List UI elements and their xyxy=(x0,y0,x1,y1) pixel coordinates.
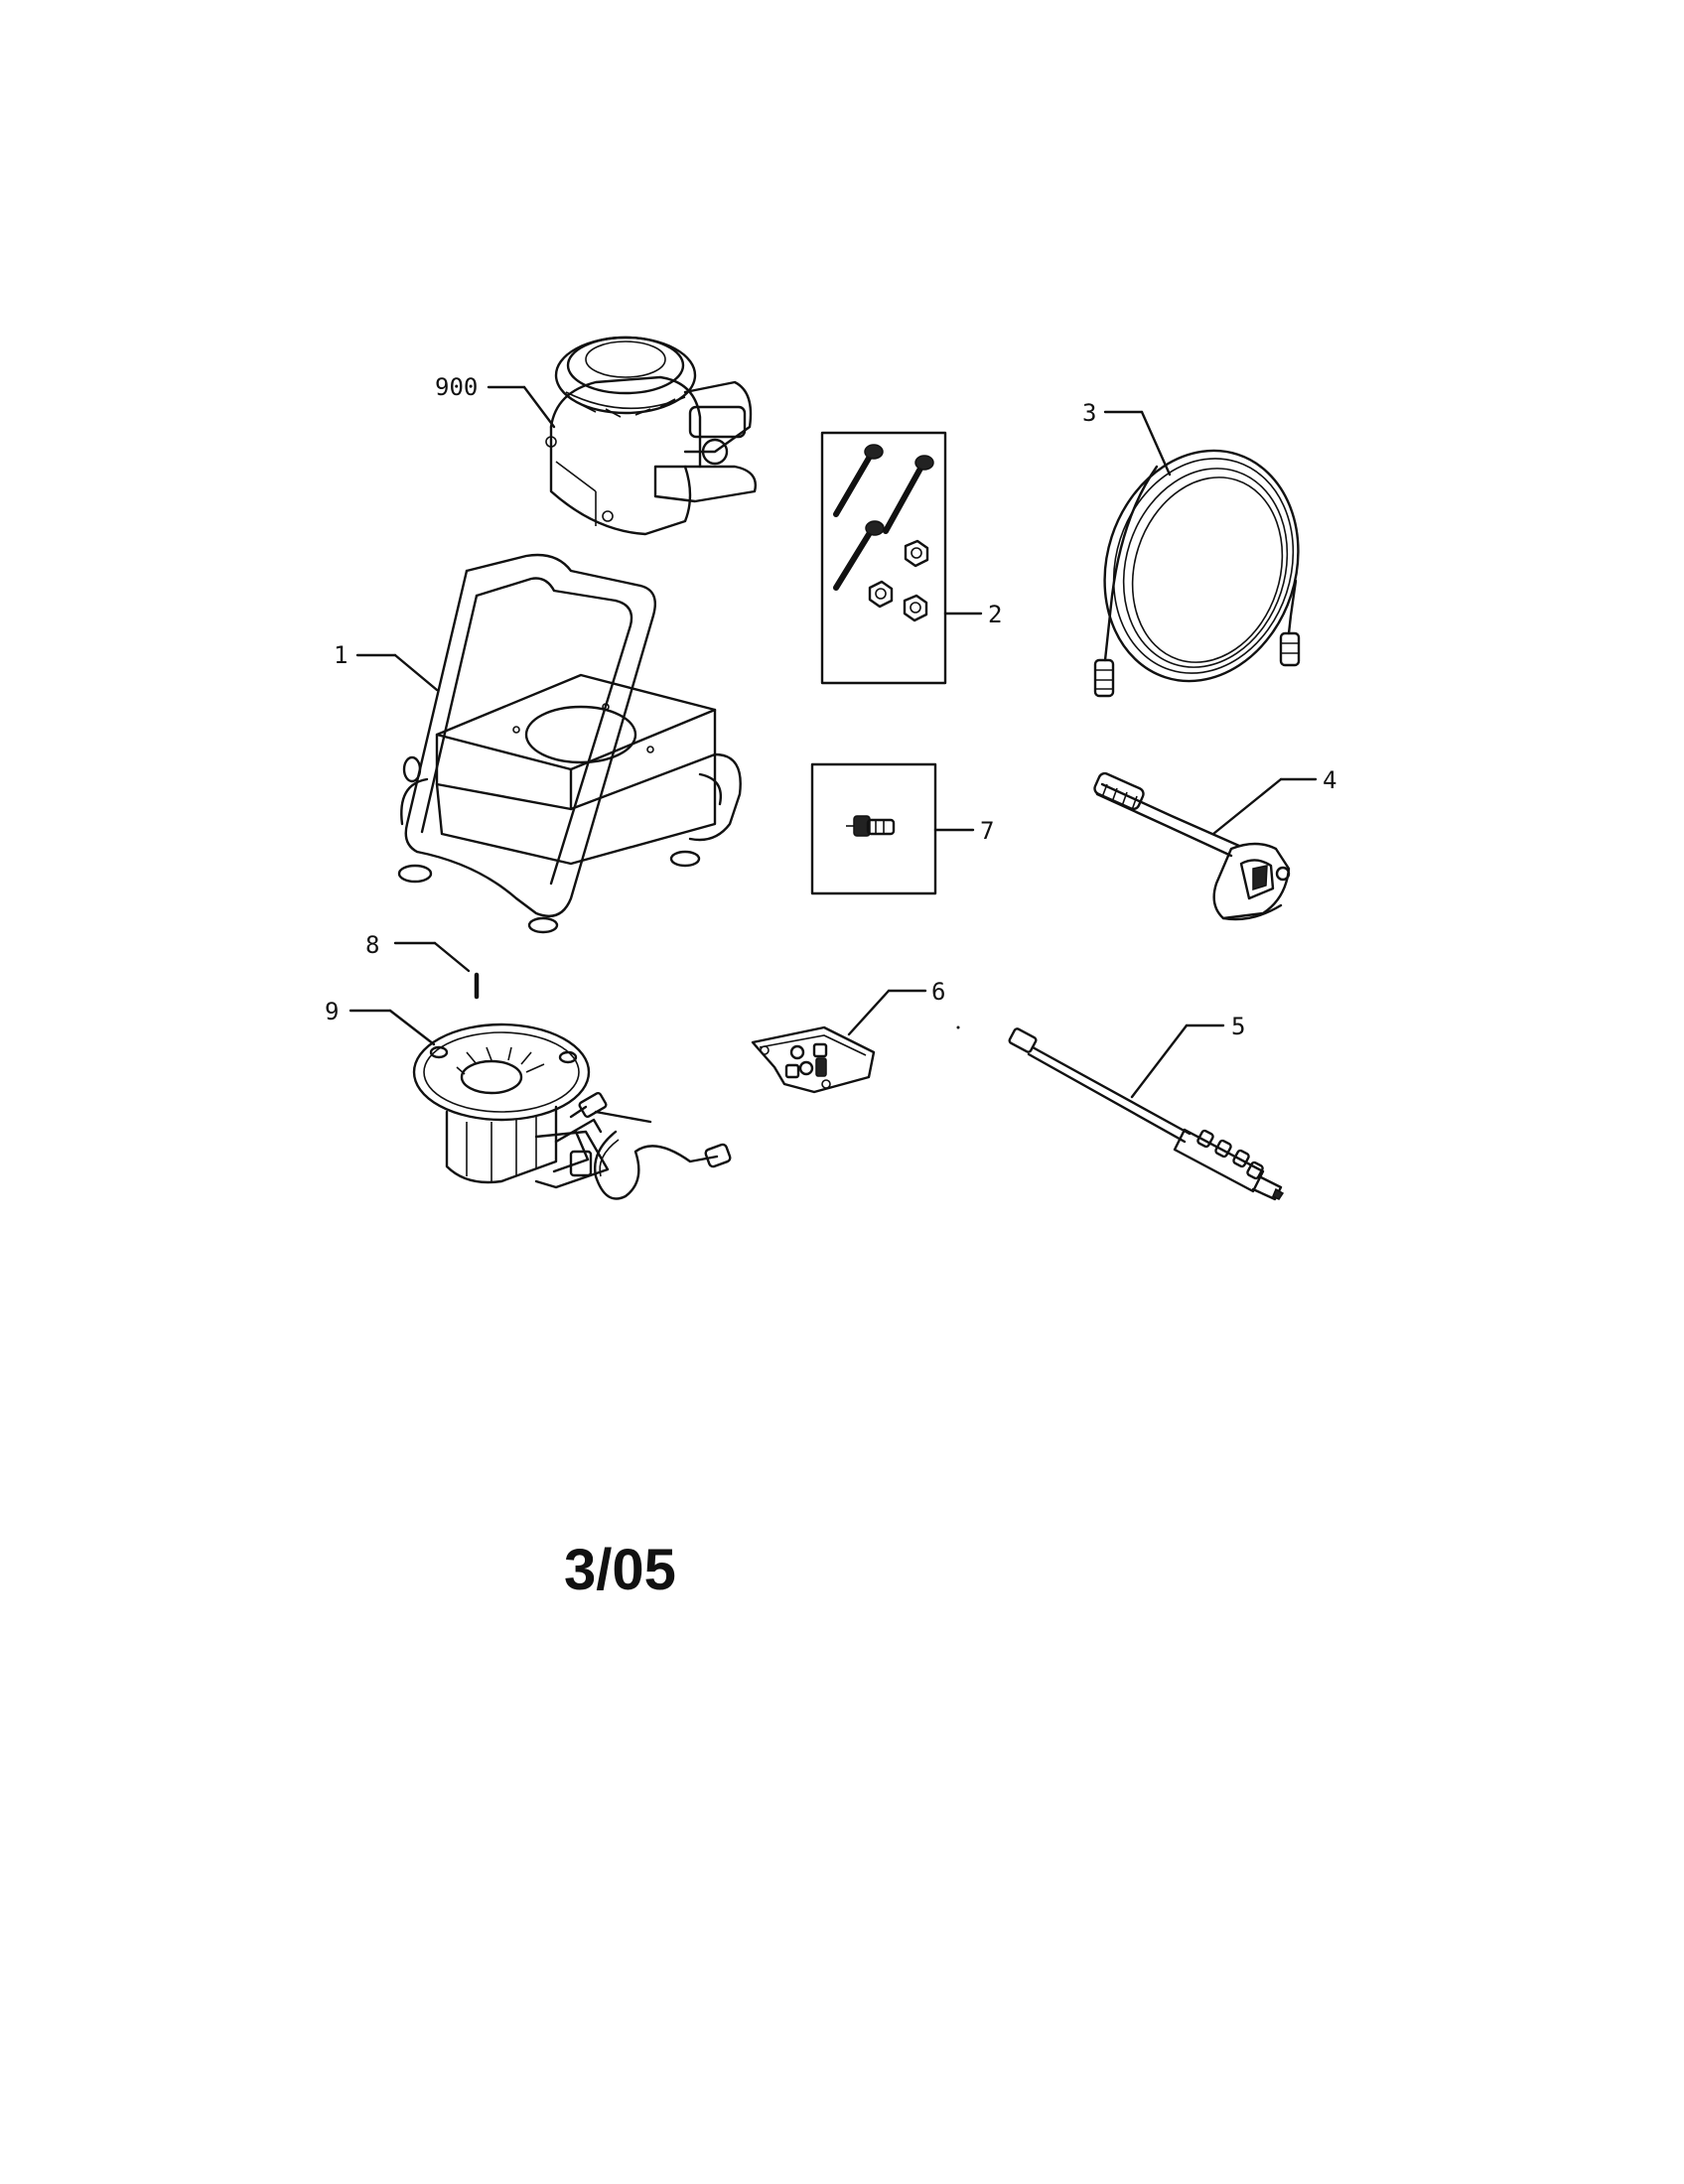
hose-fitting xyxy=(1279,631,1301,667)
nut xyxy=(904,539,929,568)
callout-7: 7 xyxy=(980,817,994,845)
callout-3: 3 xyxy=(1082,399,1096,427)
nut xyxy=(903,594,928,622)
leader-9-diag xyxy=(388,1009,436,1046)
callout-9: 9 xyxy=(325,998,339,1025)
leader-5-diag xyxy=(1130,1024,1189,1099)
bolt xyxy=(833,520,885,591)
part-7-injector-kit xyxy=(810,762,937,895)
bolt xyxy=(833,444,884,517)
date-code: 3/05 xyxy=(564,1538,676,1602)
leader-1-diag xyxy=(393,653,439,692)
part-5-spray-wand xyxy=(1008,1027,1285,1201)
callout-5: 5 xyxy=(1231,1013,1245,1040)
bolt xyxy=(883,455,934,534)
callout-6: 6 xyxy=(931,978,945,1006)
leader-8-diag xyxy=(433,941,471,973)
nut xyxy=(868,580,894,609)
stray-mark xyxy=(956,1025,960,1029)
part-4-spray-gun xyxy=(1093,771,1291,921)
part-900-engine xyxy=(545,336,757,536)
injector-fitting xyxy=(846,815,896,837)
callout-4: 4 xyxy=(1323,766,1336,794)
part-1-frame xyxy=(397,553,742,934)
callout-8: 8 xyxy=(365,931,379,959)
part-6-nozzle-holder xyxy=(751,1025,876,1094)
leader-900-diag xyxy=(522,385,556,429)
hose-fitting xyxy=(1093,658,1115,698)
callout-1: 1 xyxy=(334,641,348,669)
leader-3-diag xyxy=(1140,410,1172,477)
callout-2: 2 xyxy=(988,601,1002,628)
part-2-hardware-kit xyxy=(820,431,947,685)
wand-fitting xyxy=(1008,1027,1038,1053)
leader-6-diag xyxy=(847,989,891,1036)
callout-900: 900 xyxy=(435,373,478,401)
leader-4-diag xyxy=(1211,777,1283,836)
part-9-pump xyxy=(412,1023,732,1200)
part-3-hose xyxy=(1093,449,1301,698)
